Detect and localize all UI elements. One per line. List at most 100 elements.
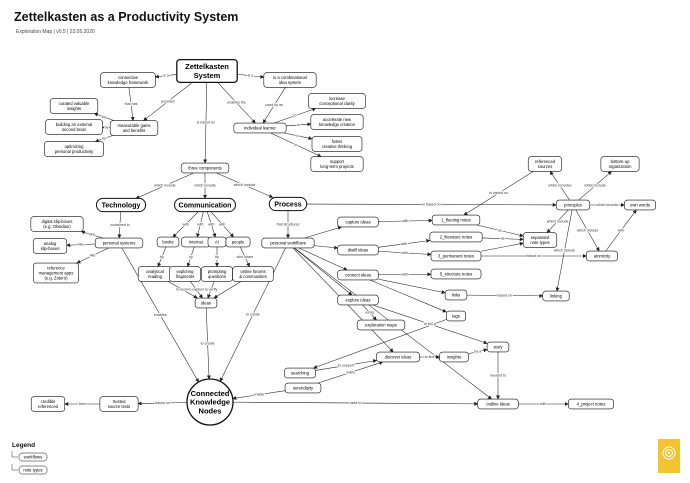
node-label: referenced [38, 404, 59, 409]
node-shape [45, 119, 103, 135]
legend-item-label: note types [23, 468, 42, 473]
node-label: serendipity [293, 385, 314, 390]
connector-label: based on [155, 401, 170, 405]
connector-principles-bottomup [578, 171, 612, 201]
node-label: knowledge creation [319, 122, 356, 127]
node-shape [284, 367, 316, 379]
connector-label: is a [248, 74, 254, 78]
connector-measurable-optimizing [94, 135, 113, 143]
connector-label: which include [577, 229, 599, 233]
node-label: own words [630, 202, 650, 207]
connector-internet-exploring [186, 246, 195, 268]
node-story: story [486, 341, 510, 353]
node-label: Process [274, 201, 301, 208]
node-project: 4_project notes [568, 398, 614, 410]
node-books: books [156, 236, 180, 248]
node-label: principles [564, 202, 582, 207]
connector-communication-books [172, 211, 199, 238]
node-ideas: ideas [194, 297, 218, 309]
connector-referenced-fleeting [463, 171, 534, 216]
node-shape [337, 294, 379, 306]
node-label: ideas [201, 300, 211, 305]
node-shape [100, 72, 156, 88]
connector-serendipity-discover [318, 361, 384, 384]
node-label: people [232, 239, 245, 244]
node-shape [156, 236, 180, 248]
connector-three-process [216, 172, 274, 198]
node-label: exploring [177, 269, 195, 274]
node-shape [310, 156, 364, 172]
connector-connect-structure [378, 272, 432, 277]
connector-label: enable [254, 393, 265, 397]
node-label: searching [291, 370, 310, 375]
connector-label: with [401, 273, 407, 277]
page-title: Zettelkasten as a Productivity System [14, 10, 239, 24]
node-label: personal productivity [55, 149, 94, 154]
node-literature: 2_literature notes [429, 231, 483, 243]
node-three: three components [180, 162, 230, 174]
connector-label: to verify [205, 288, 218, 292]
node-label: & communities [239, 274, 266, 279]
node-label: explore ideas [346, 297, 371, 302]
node-label: Nodes [199, 406, 222, 415]
legend-item-label: workflows [24, 455, 42, 460]
connector-personal_systems-ckn [121, 247, 199, 383]
node-label: building an external [56, 122, 92, 127]
connector-analytical-ideas [167, 281, 198, 299]
node-label: (e.g. Obsidian) [43, 224, 71, 229]
node-label: Connected [191, 389, 230, 398]
node-serendipity: serendipity [284, 382, 322, 394]
connector-label: to create [201, 341, 215, 345]
node-label: tags [452, 313, 460, 318]
connector-label: by [215, 255, 219, 259]
node-shape [555, 199, 591, 211]
connector-label: used to [349, 401, 361, 405]
connector-zk-measurable [143, 82, 193, 121]
connector-zk-combinational [237, 74, 265, 79]
node-label: source texts [108, 404, 131, 409]
node-label: knowledge framework [108, 80, 150, 85]
connector-forums-ideas [213, 281, 242, 299]
node-label: personal workflows [270, 240, 306, 245]
node-shape [430, 268, 482, 280]
node-label: books [162, 239, 173, 244]
node-label: analytical [146, 269, 164, 274]
connector-label: enables the [227, 101, 246, 105]
connector-label: as [501, 237, 505, 241]
connector-literature-separated [482, 237, 524, 242]
node-label: story [493, 344, 503, 349]
legend-connector [11, 451, 18, 458]
connector-serendipity-ckn [232, 390, 286, 401]
node-label: sources [538, 164, 553, 169]
connector-label: who share [237, 255, 254, 259]
node-shape [180, 162, 230, 174]
connector-principles-separated [546, 209, 569, 233]
connector-individual-increase [274, 107, 317, 124]
node-shape [586, 250, 618, 262]
node-shape [30, 216, 84, 232]
connector-personal_systems-digital_boxes [80, 230, 103, 239]
connector-label: which include [596, 203, 618, 207]
node-discover: discover ideas [376, 351, 420, 363]
node-shape [268, 196, 308, 212]
node-shape [337, 216, 379, 228]
node-label: support [330, 159, 345, 164]
connector-label: to create [246, 313, 260, 317]
node-label: distill ideas [348, 247, 368, 252]
node-shape [176, 59, 238, 84]
node-digital-boxes: digital slip-boxes(e.g. Obsidian) [30, 216, 84, 232]
node-capture: capture ideas [337, 216, 379, 228]
connector-label: with [401, 251, 407, 255]
connector-label: contained in [110, 223, 129, 227]
node-shape [225, 236, 251, 248]
connector-label: by [102, 115, 106, 119]
node-label: analog [44, 241, 57, 246]
connector-prompting-ideas [207, 281, 215, 299]
node-people: people [225, 236, 251, 248]
node-label: management apps [39, 270, 74, 275]
node-label: curated valuable [59, 101, 90, 106]
